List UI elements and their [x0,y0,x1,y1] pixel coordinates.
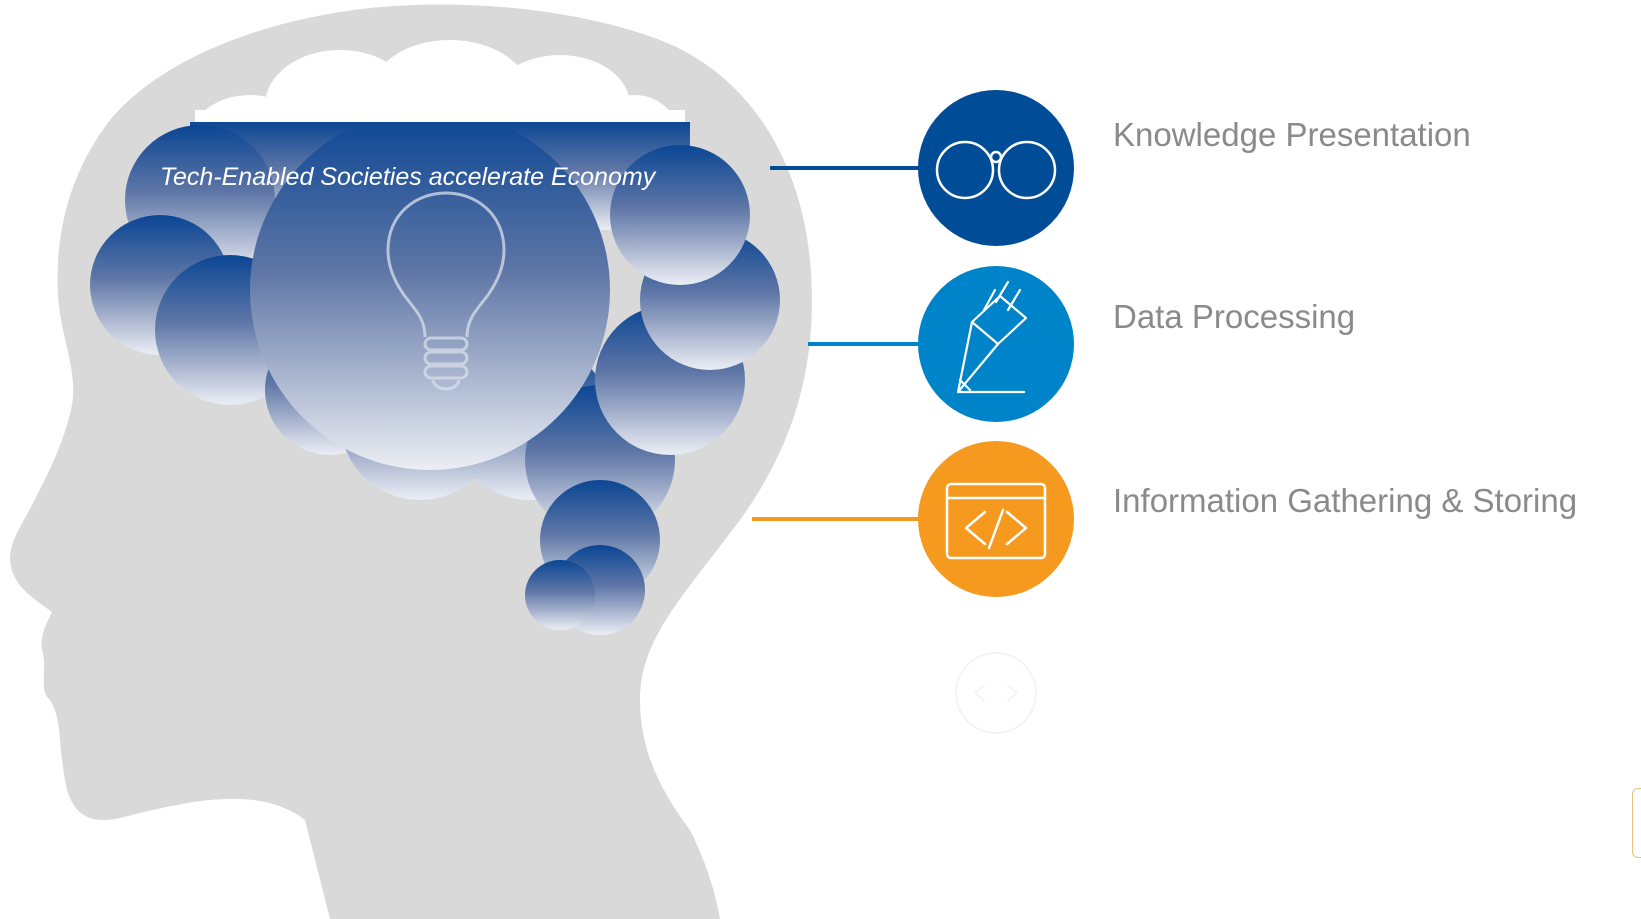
knowledge-circle [918,90,1074,246]
information-circle [918,441,1074,597]
pencil-icon [956,280,1028,394]
faint-code-icon [955,652,1037,734]
code-window-icon [945,482,1047,560]
knowledge-presentation-label: Knowledge Presentation [1113,116,1471,153]
data-processing-label: Data Processing [1113,298,1356,335]
brain-title: Tech-Enabled Societies accelerate Econom… [160,163,656,191]
data-processing-circle [918,266,1074,422]
glasses-icon [935,140,1057,200]
information-gathering-label: Information Gathering & Storing [1113,482,1578,519]
corner-tab[interactable] [1632,788,1641,858]
lightbulb-icon [386,191,506,391]
brain-shape [90,122,780,635]
